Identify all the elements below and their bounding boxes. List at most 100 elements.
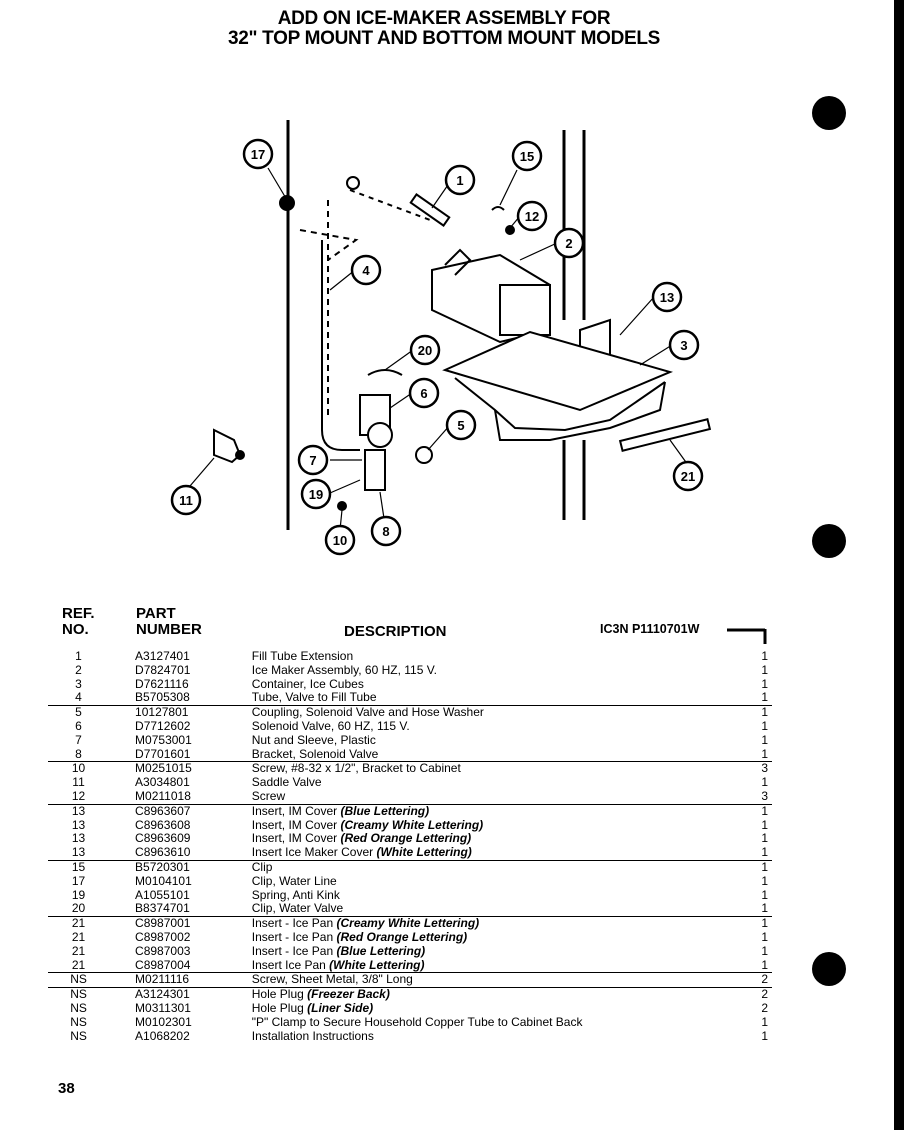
description-cell-text: Clip, Water Line	[251, 873, 337, 888]
ref-cell: 8	[48, 747, 109, 762]
part-number-cell-text: D7824701	[135, 662, 191, 677]
page-title: ADD ON ICE-MAKER ASSEMBLY FOR	[277, 8, 611, 29]
punch-hole	[812, 524, 846, 558]
part-header-line2: NUMBER	[136, 621, 202, 638]
quantity-cell-text: 3	[761, 788, 768, 803]
quantity-cell: 1	[728, 705, 772, 720]
quantity-cell: 1	[729, 775, 772, 790]
part-number-cell-text: M0251015	[135, 761, 192, 776]
callout-4: 4	[350, 254, 382, 286]
part-number-cell-text: A1068202	[135, 1028, 190, 1043]
description-cell-text: Nut and Sleeve, Plastic	[251, 732, 376, 747]
callout-7: 7	[297, 444, 329, 476]
quantity-cell: 1	[729, 746, 772, 762]
quantity-cell-text: 1	[761, 831, 768, 846]
part-number-cell-text: 10127801	[135, 705, 189, 720]
ref-cell: 4	[48, 690, 109, 705]
quantity-cell: 1	[729, 649, 772, 664]
part-number-cell: C8987004	[109, 958, 252, 973]
description-cell: Clip, Water Line	[251, 873, 729, 889]
quantity-cell-text: 1	[761, 775, 768, 790]
quantity-cell: 1	[729, 690, 772, 705]
part-number-cell: D7701601	[109, 747, 252, 762]
ref-cell: 15	[48, 859, 110, 875]
part-number-cell-text: B5720301	[135, 859, 190, 874]
quantity-cell-text: 1	[761, 817, 768, 832]
description-cell: "P" Clamp to Secure Household Copper Tub…	[252, 1015, 729, 1030]
ref-cell: 6	[48, 719, 109, 734]
callout-layer: 17 1 15 12 2 4 13 3 20 6 5 7 19 8 10 11 …	[170, 138, 704, 556]
svg-text:20: 20	[418, 343, 432, 358]
quantity-cell: 1	[729, 831, 772, 846]
description-cell: Clip, Water Valve	[252, 901, 729, 916]
description-cell: Screw, Sheet Metal, 3/8" Long	[251, 972, 729, 988]
quantity-cell-text: 1	[761, 873, 768, 888]
description-cell: Insert, IM Cover (Creamy White Lettering…	[252, 818, 729, 833]
description-cell-text: Solenoid Valve, 60 HZ, 115 V.	[251, 718, 410, 733]
ref-cell-text: 21	[71, 943, 86, 958]
part-number-cell: M0104101	[109, 874, 252, 889]
part-number-cell-text: A3124301	[135, 987, 190, 1002]
description-cell: Clip	[251, 859, 729, 875]
description-cell-text: Saddle Valve	[251, 775, 322, 790]
ref-cell-text: 12	[71, 788, 86, 803]
description-cell: Solenoid Valve, 60 HZ, 115 V.	[251, 718, 729, 734]
ref-cell-text: 13	[71, 803, 86, 818]
part-number-cell: M0102301	[109, 1015, 252, 1030]
quantity-cell: 1	[729, 733, 772, 748]
part-number-cell: C8963609	[109, 831, 252, 846]
svg-text:4: 4	[362, 263, 370, 278]
part-number-cell-text: C8963608	[135, 817, 191, 832]
svg-text:5: 5	[457, 418, 464, 433]
ref-cell-text: 21	[71, 916, 86, 931]
quantity-cell-text: 1	[761, 929, 768, 944]
ref-cell: 21	[48, 958, 109, 973]
part-number-cell: 10127801	[109, 705, 252, 720]
callout-13: 13	[651, 281, 683, 313]
ref-cell: 17	[48, 874, 109, 889]
svg-text:19: 19	[309, 487, 323, 502]
svg-text:6: 6	[420, 386, 427, 401]
quantity-cell-text: 1	[761, 845, 768, 860]
quantity-cell-text: 1	[761, 746, 768, 761]
part-number-cell-text: C8963610	[135, 845, 191, 860]
description-cell: Insert Ice Pan (White Lettering)	[252, 958, 729, 973]
callout-19: 19	[300, 478, 332, 510]
description-header: DESCRIPTION	[344, 623, 447, 640]
part-number-cell-text: M0753001	[135, 732, 192, 747]
ref-cell-text: NS	[70, 987, 87, 1002]
ref-cell: 13	[48, 831, 109, 846]
part-number-cell: C8987001	[109, 916, 252, 931]
description-cell: Coupling, Solenoid Valve and Hose Washer	[251, 705, 729, 720]
quantity-cell: 1	[729, 958, 772, 973]
quantity-cell-text: 1	[761, 803, 768, 818]
quantity-cell-text: 1	[761, 916, 768, 931]
part-number-cell: A1068202	[109, 1028, 252, 1044]
description-cell: Bracket, Solenoid Valve	[252, 747, 729, 762]
svg-text:1: 1	[456, 173, 463, 188]
quantity-cell: 1	[729, 873, 772, 889]
ref-cell-text: 21	[71, 929, 86, 944]
quantity-cell: 1	[729, 929, 772, 945]
svg-text:7: 7	[309, 453, 316, 468]
ref-cell-text: 20	[71, 901, 86, 916]
quantity-cell-text: 1	[761, 887, 768, 902]
quantity-cell-text: 3	[761, 761, 768, 776]
description-cell: Spring, Anti Kink	[252, 888, 729, 903]
quantity-cell-text: 1	[761, 859, 768, 874]
part-number-cell-text: C8963609	[135, 831, 191, 846]
part-number-cell-text: B5705308	[135, 690, 190, 705]
quantity-cell: 1	[728, 859, 772, 875]
part-number-cell: C8987002	[109, 930, 252, 945]
